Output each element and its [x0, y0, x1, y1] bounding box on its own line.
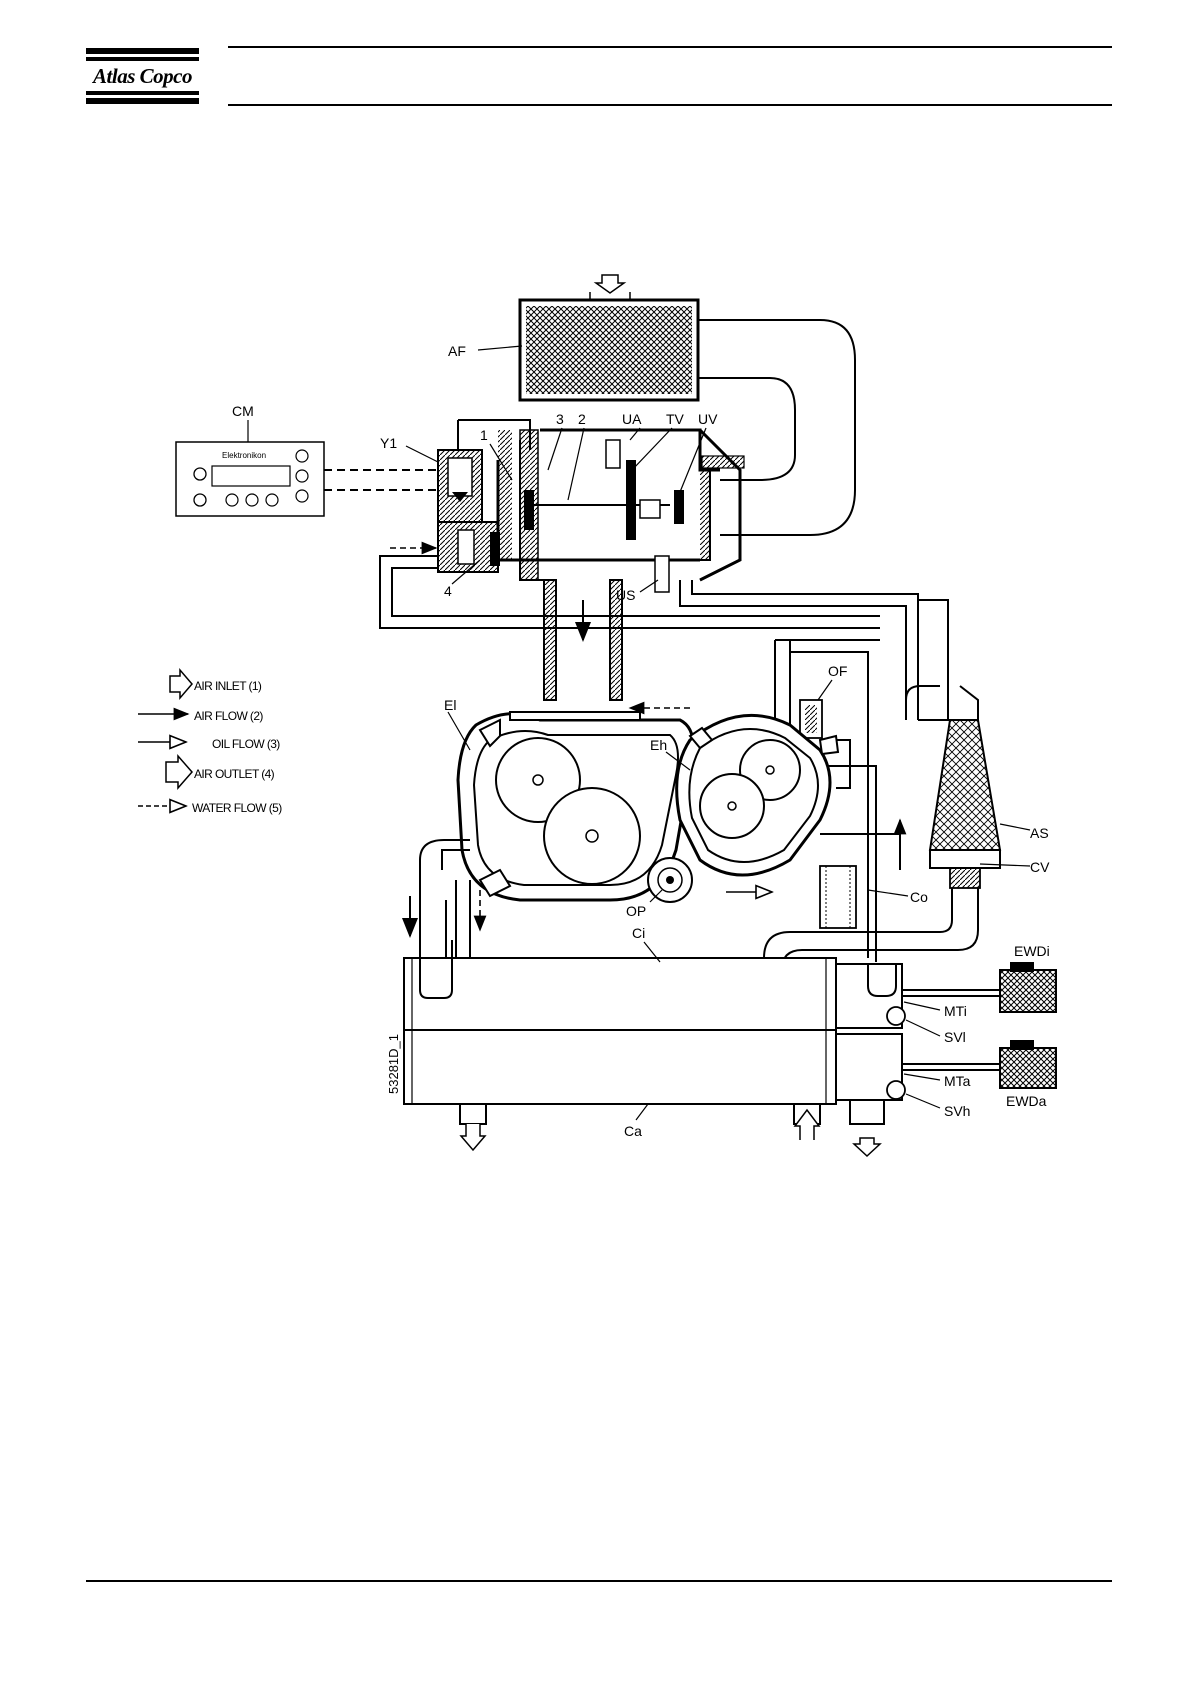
- label-of: OF: [828, 663, 847, 679]
- air-inlet-arrow: [596, 275, 624, 293]
- label-op: OP: [626, 903, 646, 919]
- label-ci: Ci: [632, 925, 645, 941]
- absorption-silencer: [906, 600, 1000, 850]
- controller-module: Elektronikon: [176, 442, 324, 516]
- controller-brand: Elektronikon: [222, 451, 266, 460]
- label-3: 3: [556, 411, 564, 427]
- label-mti: MTi: [944, 1003, 967, 1019]
- label-uv: UV: [698, 411, 718, 427]
- label-svi: SVl: [944, 1029, 966, 1045]
- legend-item-air-flow: AIR FLOW (2): [194, 709, 263, 723]
- label-af: AF: [448, 343, 466, 359]
- y1-leader: [406, 446, 438, 462]
- inlet-duct: [544, 580, 622, 700]
- high-pressure-element: [677, 715, 838, 875]
- label-el: El: [444, 697, 456, 713]
- label-2: 2: [578, 411, 586, 427]
- electronic-water-drain-aftercooler: [902, 1040, 1056, 1088]
- label-co: Co: [910, 889, 928, 905]
- legend: AIR INLET (1) AIR FLOW (2) OIL FLOW (3) …: [138, 670, 282, 815]
- label-cv: CV: [1030, 859, 1050, 875]
- label-4: 4: [444, 583, 452, 599]
- legend-item-air-inlet: AIR INLET (1): [194, 679, 262, 693]
- label-ewda: EWDa: [1006, 1093, 1047, 1109]
- label-y1: Y1: [380, 435, 397, 451]
- legend-item-air-outlet: AIR OUTLET (4): [194, 767, 275, 781]
- label-tv: TV: [666, 411, 685, 427]
- label-1: 1: [480, 427, 488, 443]
- air-filter: [520, 300, 855, 535]
- figure-id: 53281D_1: [386, 1034, 401, 1094]
- label-ewdi: EWDi: [1014, 943, 1050, 959]
- label-as: AS: [1030, 825, 1049, 841]
- label-cm: CM: [232, 403, 254, 419]
- label-ua: UA: [622, 411, 642, 427]
- electronic-water-drain-inlet: [902, 962, 1056, 1012]
- label-svh: SVh: [944, 1103, 970, 1119]
- af-leader: [478, 346, 522, 350]
- oil-cooler: [820, 834, 900, 928]
- unloader-housing: [490, 430, 744, 592]
- label-eh: Eh: [650, 737, 667, 753]
- check-valve: [930, 850, 1000, 888]
- label-ca: Ca: [624, 1123, 642, 1139]
- coolers: [404, 940, 905, 1124]
- label-mta: MTa: [944, 1073, 971, 1089]
- legend-item-water-flow: WATER FLOW (5): [192, 801, 282, 815]
- oil-pump: [648, 858, 692, 902]
- legend-item-oil-flow: OIL FLOW (3): [212, 737, 280, 751]
